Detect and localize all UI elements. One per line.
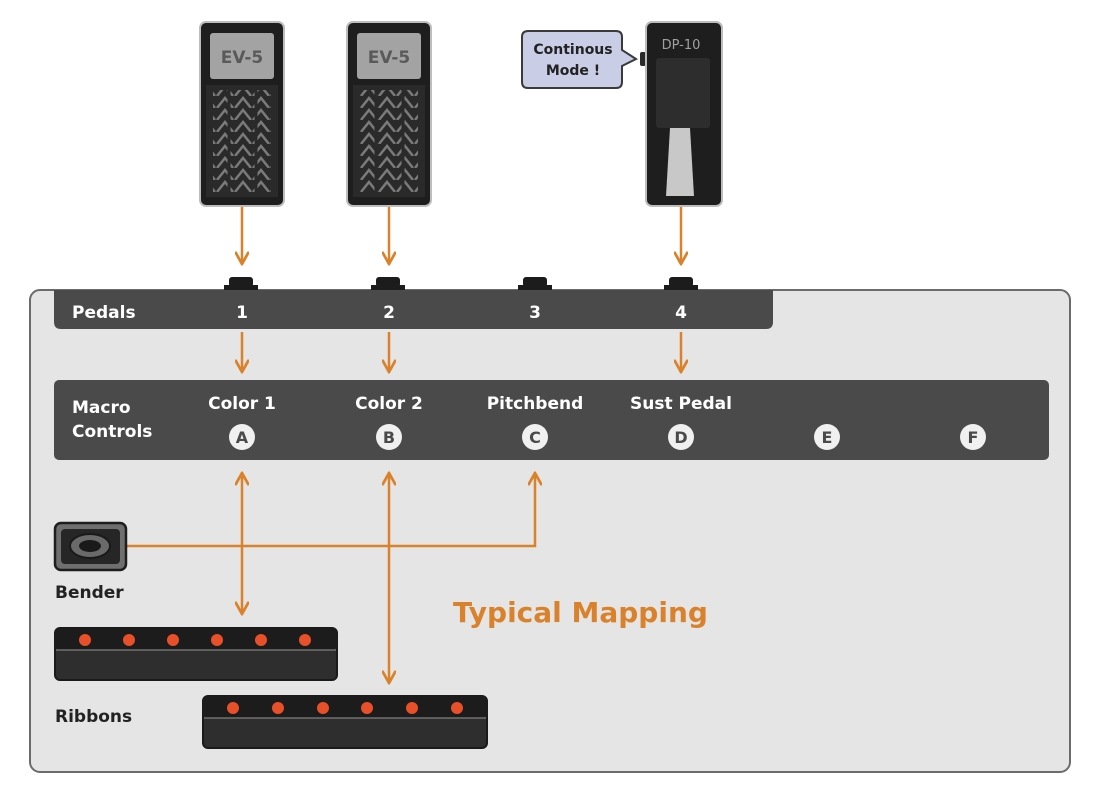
jack-1-base (224, 285, 258, 291)
macro-letter-a: A (236, 428, 249, 447)
macro-badge-b: B (376, 424, 402, 450)
macro-badge-e: E (814, 424, 840, 450)
bender-label: Bender (55, 583, 124, 603)
pedal-number-4: 4 (675, 303, 687, 323)
dp10-label: DP-10 (662, 38, 701, 53)
callout-line-1: Continous (533, 42, 612, 58)
dp10-pedal: DP-10 (640, 21, 723, 207)
pedal-number-1: 1 (236, 303, 248, 323)
macro-letter-d: D (674, 428, 687, 447)
macro-name-b: Color 2 (355, 394, 423, 414)
bender-control (53, 521, 128, 572)
jack-3 (523, 277, 547, 287)
jack-3-base (518, 285, 552, 291)
main-panel (29, 289, 1071, 773)
mapping-title: Typical Mapping (453, 596, 708, 629)
jack-4-base (664, 285, 698, 291)
macro-title-line-2: Controls (72, 422, 152, 442)
ribbon-2-led (227, 702, 239, 714)
macro-name-d: Sust Pedal (630, 394, 732, 414)
ribbon-1-led (211, 634, 223, 646)
ribbons-label: Ribbons (55, 707, 132, 727)
pedal-jacks (224, 277, 698, 291)
ribbon-1 (54, 627, 338, 681)
macro-name-a: Color 1 (208, 394, 276, 414)
arrow-bender-to-c (127, 473, 535, 548)
pedals-bar: Pedals 1 2 3 4 (54, 290, 773, 329)
macro-badge-f: F (960, 424, 986, 450)
continuous-mode-callout: Continous Mode ! (521, 30, 639, 89)
ribbon-1-led (79, 634, 91, 646)
macro-badge-c: C (522, 424, 548, 450)
ribbon-1-led (255, 634, 267, 646)
macro-letter-b: B (383, 428, 395, 447)
macro-badge-d: D (668, 424, 694, 450)
jack-2-base (371, 285, 405, 291)
callout-line-2: Mode ! (546, 63, 600, 79)
ribbon-2-led (451, 702, 463, 714)
jack-1 (229, 277, 253, 287)
ev5-label-2: EV-5 (368, 48, 410, 68)
jack-2 (376, 277, 400, 287)
macro-controls-bar: Macro Controls Color 1 Color 2 Pitchbend… (54, 380, 1049, 460)
pedal-number-2: 2 (383, 303, 395, 323)
pedal-arrows (127, 207, 681, 683)
macro-badge-a: A (229, 424, 255, 450)
macro-letter-f: F (968, 428, 979, 447)
jack-4 (669, 277, 693, 287)
ribbon-2-led (272, 702, 284, 714)
ribbon-1-led (123, 634, 135, 646)
macro-letter-c: C (529, 428, 541, 447)
ribbon-1-led (299, 634, 311, 646)
ribbon-1-led (167, 634, 179, 646)
ev5-label-1: EV-5 (221, 48, 263, 68)
pedal-number-3: 3 (529, 303, 541, 323)
ribbon-2 (202, 695, 488, 749)
macro-name-c: Pitchbend (487, 394, 584, 414)
ev5-pedal-2: EV-5 (346, 21, 432, 207)
pedals-bar-title: Pedals (72, 303, 136, 323)
ribbon-2-led (317, 702, 329, 714)
macro-title-line-1: Macro (72, 398, 131, 418)
macro-letter-e: E (822, 428, 833, 447)
ribbon-2-led (361, 702, 373, 714)
ribbon-2-led (406, 702, 418, 714)
ev5-pedal-1: EV-5 (199, 21, 285, 207)
